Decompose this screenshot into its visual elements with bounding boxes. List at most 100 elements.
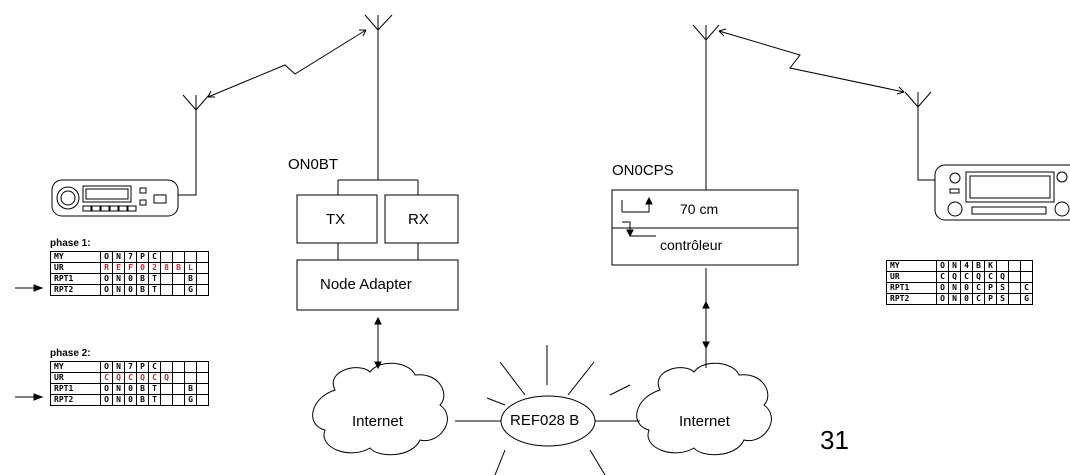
- table-cell: C: [1020, 282, 1033, 294]
- table-cell: N: [112, 394, 125, 406]
- table-cell: R: [100, 262, 113, 274]
- table-cell: B: [136, 394, 149, 406]
- table-cell: P: [136, 251, 149, 263]
- phase1-title: phase 1:: [50, 238, 91, 249]
- row-header: UR: [886, 271, 937, 283]
- table-cell: S: [996, 282, 1009, 294]
- right-radio: [934, 164, 1070, 221]
- on0cps-label: ON0CPS: [612, 162, 674, 179]
- row-header: MY: [50, 361, 101, 373]
- table-cell: [172, 251, 185, 263]
- table-cell: B: [136, 273, 149, 285]
- table-cell: K: [984, 260, 997, 272]
- table-cell: B: [172, 262, 185, 274]
- table-cell: [196, 372, 209, 384]
- row-header: RPT2: [50, 284, 101, 296]
- table-cell: [160, 273, 173, 285]
- table-cell: O: [100, 394, 113, 406]
- table-cell: T: [148, 284, 161, 296]
- table-cell: Q: [136, 372, 149, 384]
- node-adapter-box: [296, 259, 459, 311]
- table-cell: N: [112, 251, 125, 263]
- wireless-link-right: [718, 28, 905, 95]
- table-cell: 0: [960, 293, 973, 305]
- table-cell: 8: [160, 262, 173, 274]
- table-cell: G: [184, 284, 197, 296]
- row-header: UR: [50, 372, 101, 384]
- table-cell: [184, 372, 197, 384]
- table-cell: Q: [996, 271, 1009, 283]
- table-cell: C: [124, 372, 137, 384]
- table-cell: B: [184, 383, 197, 395]
- row-header: MY: [50, 251, 101, 263]
- table-cell: [196, 383, 209, 395]
- table-cell: S: [996, 293, 1009, 305]
- internet-left-label: Internet: [352, 413, 403, 430]
- row-header: RPT2: [886, 293, 937, 305]
- table-cell: [172, 394, 185, 406]
- table-cell: C: [148, 361, 161, 373]
- row-header: RPT1: [50, 273, 101, 285]
- table-cell: G: [1020, 293, 1033, 305]
- table-cell: C: [148, 372, 161, 384]
- antenna-left-radio: [178, 94, 210, 196]
- link-internet-controller: [702, 268, 710, 368]
- table-cell: P: [136, 361, 149, 373]
- table-cell: [1008, 260, 1021, 272]
- table-cell: O: [936, 293, 949, 305]
- reflector-rays: [486, 345, 631, 475]
- tx-box: [296, 194, 378, 244]
- table-cell: 4: [960, 260, 973, 272]
- table-cell: C: [148, 251, 161, 263]
- row-header: RPT1: [886, 282, 937, 294]
- table-cell: [1008, 271, 1021, 283]
- table-cell: T: [148, 394, 161, 406]
- table-cell: C: [972, 293, 985, 305]
- table-cell: N: [948, 260, 961, 272]
- table-cell: C: [984, 271, 997, 283]
- table-cell: F: [124, 262, 137, 274]
- table-cell: [160, 383, 173, 395]
- table-cell: [196, 251, 209, 263]
- internet-right-label: Internet: [679, 413, 730, 430]
- antenna-right-repeater: [692, 24, 720, 190]
- row-header: RPT1: [50, 383, 101, 395]
- table-cell: [160, 361, 173, 373]
- table-cell: C: [960, 271, 973, 283]
- cloud-internet-right: [636, 362, 772, 456]
- antenna-left-repeater: [364, 14, 393, 175]
- table-cell: [160, 284, 173, 296]
- row-header: MY: [886, 260, 937, 272]
- table-cell: 0: [124, 383, 137, 395]
- table-cell: C: [100, 372, 113, 384]
- table-cell: [196, 273, 209, 285]
- antenna-right-radio: [904, 91, 935, 181]
- band-label: 70 cm: [680, 201, 719, 217]
- table-cell: Q: [112, 372, 125, 384]
- node-adapter-label: Node Adapter: [320, 276, 412, 293]
- on0bt-label: ON0BT: [288, 156, 339, 173]
- table-cell: [1020, 271, 1033, 283]
- table-cell: N: [948, 282, 961, 294]
- table-cell: Q: [972, 271, 985, 283]
- rx-box: [384, 194, 459, 244]
- table-cell: T: [148, 273, 161, 285]
- table-cell: Q: [948, 271, 961, 283]
- table-cell: C: [972, 282, 985, 294]
- wireless-link-left: [207, 29, 367, 98]
- table-cell: [172, 273, 185, 285]
- phase1-pointer: [15, 284, 44, 292]
- table-cell: [996, 260, 1009, 272]
- table-cell: [1020, 260, 1033, 272]
- table-cell: [196, 394, 209, 406]
- row-header: RPT2: [50, 394, 101, 406]
- phase2-pointer: [15, 393, 44, 401]
